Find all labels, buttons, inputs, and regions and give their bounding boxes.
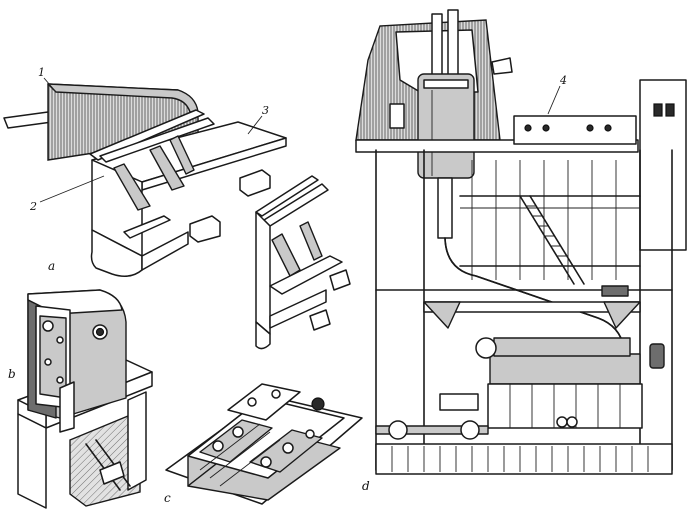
panel-c-engine-block (165, 383, 363, 505)
callout-1: 1 (38, 66, 45, 79)
panel-a-engine-seating (3, 77, 351, 350)
panel-label-c: c (164, 491, 171, 505)
callout-3: 3 (262, 104, 269, 117)
callout-4: 4 (559, 74, 567, 87)
callout-2: 2 (29, 200, 37, 213)
panel-b-cabinet (17, 289, 153, 509)
panel-label-b: b (8, 367, 16, 381)
panel-d-engine-room (355, 9, 687, 475)
panel-a-girder-detail (255, 175, 351, 350)
panel-label-d: d (362, 479, 370, 493)
panel-label-a: a (48, 259, 55, 273)
